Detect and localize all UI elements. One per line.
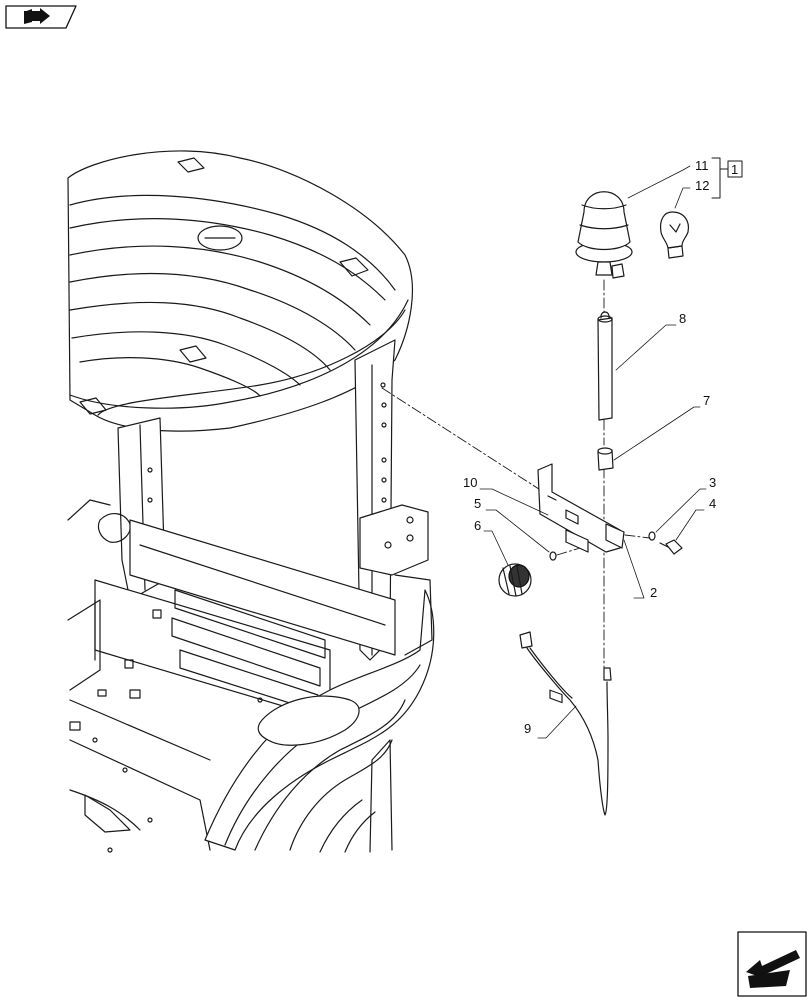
callout-leader-lines [479,165,707,739]
callout-12: 12 [695,178,709,193]
next-page-arrow-icon[interactable] [737,931,807,997]
beacon-lamp [575,191,633,279]
mounting-pole [597,311,613,421]
bracket [537,463,621,704]
callout-7: 7 [703,393,710,408]
assembly-bracket [711,157,743,199]
cab-structure [67,150,435,853]
callout-2: 2 [650,585,657,600]
callout-6: 6 [474,518,481,533]
callout-5: 5 [474,496,481,511]
callout-8: 8 [679,311,686,326]
wiring-harness [519,631,612,816]
assembly-ref-box [727,160,743,178]
callout-10: 10 [463,475,477,490]
bulb [659,211,690,259]
knob-nut [498,563,532,597]
callout-3: 3 [709,475,716,490]
sleeve [597,447,614,471]
callout-9: 9 [524,721,531,736]
assembly-ref-label: 1 [731,162,738,177]
callout-4: 4 [709,496,716,511]
callout-11: 11 [695,158,709,173]
book-arrow-icon[interactable] [5,5,77,29]
washers-and-bolt [549,529,683,561]
clip [605,523,625,549]
callout-labels: 11 12 1 8 7 10 5 6 3 4 2 9 [463,158,738,736]
